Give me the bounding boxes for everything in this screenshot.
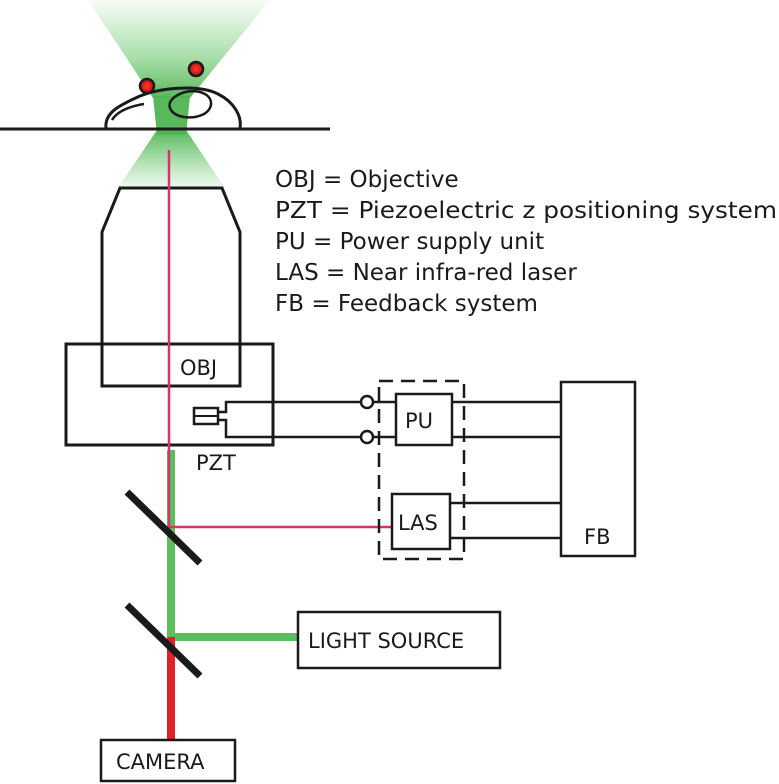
cell-nucleus <box>168 89 213 119</box>
camera-label: CAMERA <box>116 750 205 774</box>
legend-line-fb: FB = Feedback system <box>275 291 538 317</box>
terminal-bottom <box>359 429 375 445</box>
fb-label: FB <box>584 525 611 549</box>
bead-left <box>138 77 156 95</box>
camera-box <box>99 738 237 783</box>
illumination-cone-top <box>88 0 270 98</box>
pu-label: PU <box>405 409 433 433</box>
las-box <box>390 492 452 551</box>
objective-lens-body <box>100 186 242 388</box>
las-label: LAS <box>398 511 438 535</box>
light-source-box <box>296 610 502 670</box>
pu-box <box>394 392 454 447</box>
terminal-top <box>359 394 375 410</box>
illumination-cone-bottom <box>118 130 225 188</box>
sample-cell <box>104 86 242 129</box>
pzt-wire-top <box>218 400 362 414</box>
pzt-label: PZT <box>196 451 236 475</box>
legend-line-obj: OBJ = Objective <box>275 167 459 193</box>
dichroic-mirror-lower <box>124 602 203 679</box>
fb-box <box>559 380 637 558</box>
green-beam-path <box>167 450 298 641</box>
legend-line-pu: PU = Power supply unit <box>275 229 544 255</box>
legend-line-pzt: PZT = Piezoelectric z positioning system <box>275 198 777 224</box>
obj-label: OBJ <box>180 356 217 380</box>
light-source-label: LIGHT SOURCE <box>308 629 464 653</box>
cell-inner-membrane <box>110 102 145 121</box>
illumination-waist <box>153 96 190 135</box>
pzt-wire-bottom <box>218 418 362 439</box>
legend-line-las: LAS = Near infra-red laser <box>275 260 577 286</box>
laser-beam-path <box>167 150 392 529</box>
bead-right <box>187 60 205 78</box>
dichroic-mirror-upper <box>124 489 203 566</box>
